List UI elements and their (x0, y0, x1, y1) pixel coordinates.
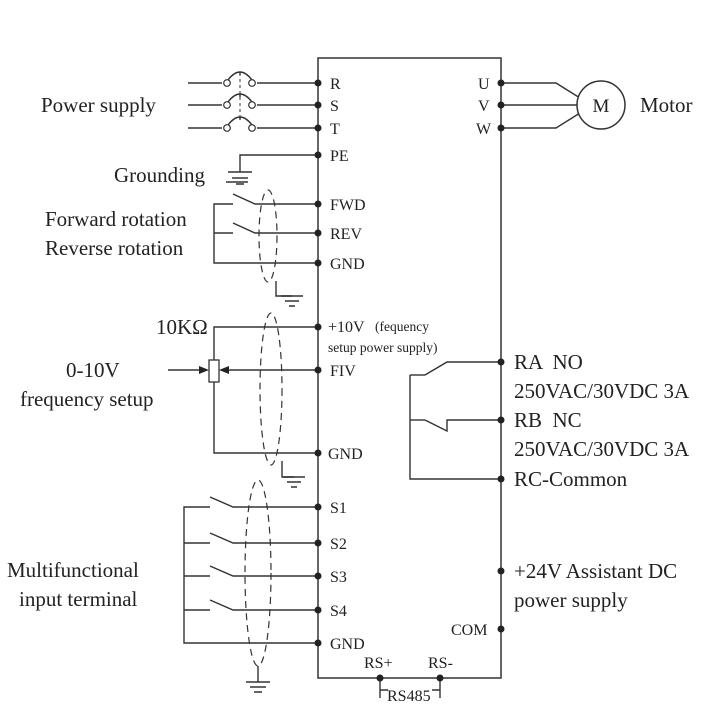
rs485-label: RS485 (387, 688, 431, 705)
terminal-v-label: V (478, 98, 490, 115)
terminal-s3-label: S3 (330, 569, 347, 586)
grounding-wiring (228, 154, 318, 185)
terminal-fiv-label: FIV (330, 363, 356, 380)
terminal-r-label: R (330, 76, 341, 93)
motor-wiring (501, 82, 581, 129)
terminal-com-label: COM (451, 622, 487, 639)
terminal-s4-label: S4 (330, 603, 347, 620)
terminal-s-dot (314, 101, 322, 109)
analog-purpose-label: frequency setup (20, 387, 154, 411)
multi-input-label-1: Multifunctional (7, 558, 139, 582)
terminal-s4-dot (314, 606, 322, 614)
multifunction-wiring (183, 479, 318, 693)
terminal-fwd-label: FWD (330, 197, 366, 214)
rs-minus-label: RS- (428, 655, 453, 672)
power-supply-label: Power supply (41, 93, 156, 117)
forward-rotation-label: Forward rotation (45, 207, 187, 231)
power-input-wiring (188, 71, 318, 132)
terminal-u-label: U (478, 76, 490, 93)
terminal-gnd3-label: GND (330, 636, 365, 653)
terminal-rb-dot (497, 416, 505, 424)
terminal-s-label: S (330, 98, 339, 115)
terminal-fiv-dot (314, 366, 322, 374)
terminal-gnd2-dot (314, 449, 322, 457)
terminal-u-dot (497, 79, 505, 87)
terminal-gnd1-label: GND (330, 256, 365, 273)
direction-wiring (213, 189, 318, 307)
terminal-pe-label: PE (330, 148, 349, 165)
motor-icon: M (576, 80, 626, 130)
terminal-s2-dot (314, 539, 322, 547)
multi-input-label-2: input terminal (19, 587, 138, 611)
terminal-rev-label: REV (330, 226, 362, 243)
aux-24v-label-2: power supply (514, 588, 628, 612)
rs-plus-label: RS+ (364, 655, 393, 672)
grounding-label: Grounding (114, 163, 205, 187)
aux-24v-label-1: +24V Assistant DC (514, 559, 677, 583)
analog-range-label: 0-10V (66, 358, 120, 382)
terminal-pe-dot (314, 151, 322, 159)
terminal-gnd2-label: GND (328, 446, 363, 463)
reverse-rotation-label: Reverse rotation (45, 236, 184, 260)
terminal-gnd3-dot (314, 639, 322, 647)
relay-wiring (409, 361, 501, 480)
terminal-10v-label: +10V (328, 319, 365, 336)
terminal-rev-dot (314, 229, 322, 237)
terminal-fwd-dot (314, 200, 322, 208)
terminal-rs-plus-dot (376, 674, 384, 682)
terminal-10v-note-2: setup power supply) (328, 340, 437, 355)
relay-ra-rating: 250VAC/30VDC 3A (514, 379, 690, 403)
pot-value-label: 10KΩ (156, 315, 208, 339)
terminal-gnd1-dot (314, 259, 322, 267)
terminal-10v-dot (314, 323, 322, 331)
terminal-10v-note-1: (fequency (375, 319, 429, 334)
terminal-24v-dot (497, 567, 505, 575)
terminal-s1-dot (314, 503, 322, 511)
relay-rc-label: RC-Common (514, 467, 628, 491)
terminal-r-dot (314, 79, 322, 87)
motor-symbol: M (593, 96, 610, 117)
analog-wiring (168, 312, 318, 488)
terminal-rc-dot (497, 475, 505, 483)
terminal-w-dot (497, 124, 505, 132)
relay-ra-label: RA NO (514, 350, 583, 374)
relay-rb-label: RB NC (514, 408, 582, 432)
terminal-rs-minus-dot (436, 674, 444, 682)
terminal-ra-dot (497, 358, 505, 366)
terminal-com-dot (497, 625, 505, 633)
terminal-s1-label: S1 (330, 500, 347, 517)
terminal-w-label: W (476, 121, 492, 138)
terminal-s3-dot (314, 572, 322, 580)
terminal-s2-label: S2 (330, 536, 347, 553)
terminal-t-dot (314, 124, 322, 132)
terminal-v-dot (497, 101, 505, 109)
inverter-box (317, 57, 502, 679)
motor-label: Motor (640, 93, 693, 117)
relay-rb-rating: 250VAC/30VDC 3A (514, 437, 690, 461)
terminal-t-label: T (330, 121, 340, 138)
